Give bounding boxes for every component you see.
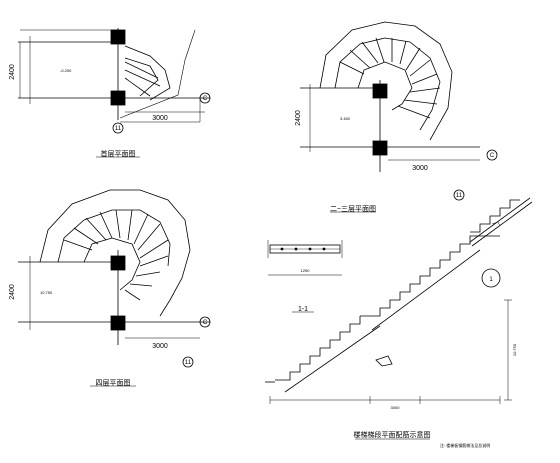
plan-caption: 四层平面图 — [96, 379, 131, 387]
section-caption: 楼梯梯段平面配筋示意图 — [354, 430, 431, 439]
level-mark: 10.750 — [40, 290, 53, 295]
axis-label-col: 11 — [185, 360, 192, 366]
section-1-1 — [267, 240, 343, 313]
dim-bottom: 3000 — [412, 165, 428, 172]
level-mark: 3.450 — [340, 116, 351, 121]
plan-second-third-floor — [300, 21, 498, 213]
stair-detail — [469, 197, 533, 288]
stair-longitudinal-section — [265, 235, 512, 440]
column — [110, 255, 126, 271]
axis-label-row: C — [490, 153, 495, 159]
axis-bubble — [486, 149, 498, 161]
axis-bubble — [453, 189, 465, 201]
column — [110, 90, 126, 106]
section-dim: 1250 — [301, 268, 311, 273]
dim-bottom: 3000 — [152, 343, 168, 350]
axis-bubble — [182, 356, 194, 368]
section-dim-level: 10.750 — [512, 343, 517, 356]
section-label: 1-1 — [298, 306, 308, 313]
axis-label-col: 11 — [456, 193, 463, 199]
detail-label: 1 — [489, 277, 493, 283]
level-mark: -0.200 — [60, 68, 72, 73]
axis-label-col: 11 — [115, 126, 122, 132]
section-note: 注: 楼梯板钢筋做法见总说明 — [440, 442, 490, 448]
axis-label-row: C — [203, 320, 208, 326]
column — [110, 29, 126, 45]
section-dim-total: 3000 — [391, 405, 401, 410]
plan-first-floor — [18, 28, 211, 158]
plan-caption: 二~三层平面图 — [330, 205, 376, 213]
plan-fourth-floor — [18, 189, 211, 387]
column — [110, 315, 126, 331]
axis-label-row: C — [203, 96, 208, 102]
axis-bubble — [199, 316, 211, 328]
dim-left: 2400 — [295, 110, 302, 126]
column — [372, 83, 388, 99]
axis-bubble — [199, 92, 211, 104]
dim-left: 2400 — [9, 284, 16, 300]
dim-left: 2400 — [9, 64, 16, 80]
detail-bubble — [481, 268, 501, 288]
axis-bubble — [112, 122, 124, 134]
plan-caption: 首层平面图 — [101, 149, 136, 158]
dim-bottom: 3000 — [152, 115, 168, 122]
column — [372, 140, 388, 156]
